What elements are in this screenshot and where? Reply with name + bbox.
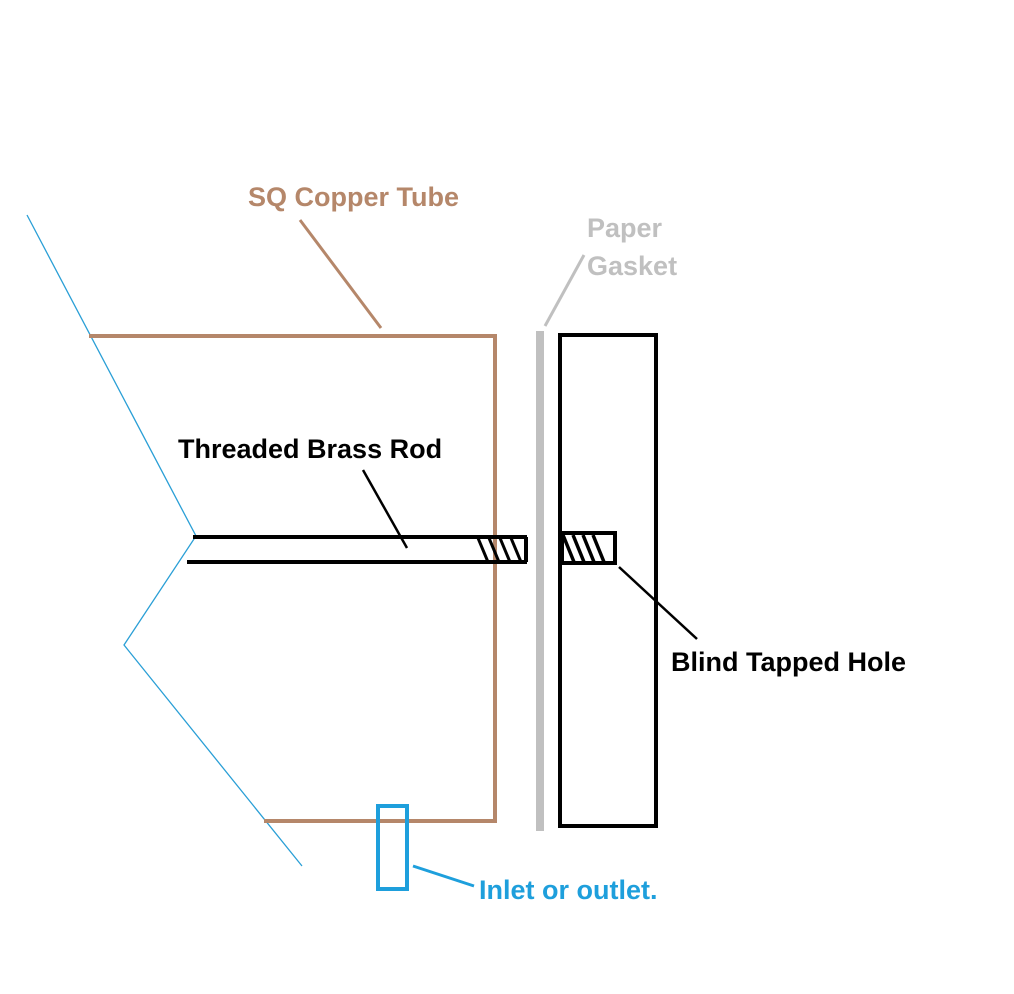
- gasket-label-line1: Paper: [587, 213, 663, 243]
- tapped-hole-label: Blind Tapped Hole: [671, 647, 906, 677]
- copper-tube-outline: [89, 334, 497, 823]
- gasket-leader: [543, 254, 586, 327]
- inlet-outlet-port: [376, 804, 409, 891]
- blind-tapped-hole: [560, 531, 617, 565]
- rod-leader: [361, 469, 409, 549]
- port-leader: [412, 864, 475, 888]
- tapped-hole-leader: [618, 566, 698, 640]
- copper-tube-label: SQ Copper Tube: [248, 182, 459, 212]
- end-plate: [558, 333, 658, 828]
- port-label: Inlet or outlet.: [479, 875, 658, 905]
- copper-tube-leader: [298, 219, 383, 329]
- paper-gasket: [536, 331, 544, 831]
- gasket-label-line2: Gasket: [587, 251, 677, 281]
- rod-thread-hatching: [476, 538, 523, 562]
- rod-label: Threaded Brass Rod: [178, 434, 442, 464]
- break-line: [26, 214, 303, 867]
- hole-thread-hatching: [563, 534, 606, 563]
